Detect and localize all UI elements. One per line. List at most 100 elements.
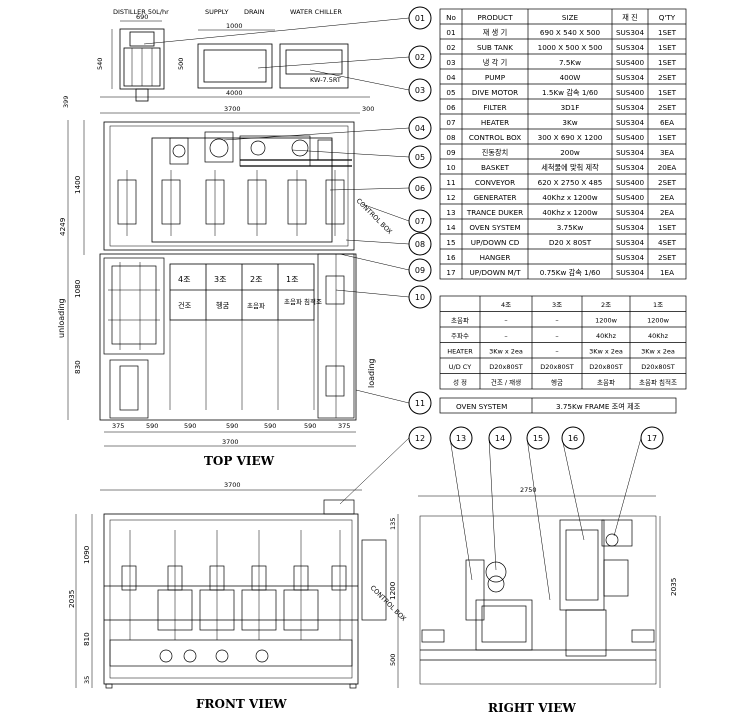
tank-1-name: 초음파 침적조 <box>284 297 322 306</box>
parts-cell-size: 3D1F <box>561 103 580 112</box>
unloading-station <box>103 257 165 355</box>
callout-number: 01 <box>415 14 425 23</box>
dim-1080: 1080 <box>73 279 82 298</box>
front-dim-1090: 1090 <box>82 545 91 564</box>
parts-cell-size: 40Khz x 1200w <box>542 193 597 202</box>
dim-b5: 590 <box>304 422 316 430</box>
left-conveyor <box>109 359 149 419</box>
parts-cell-no: 06 <box>446 103 456 112</box>
dim-399: 399 <box>62 96 70 108</box>
parts-cell-qty: 2SET <box>658 178 677 187</box>
parts-cell-no: 17 <box>446 268 455 277</box>
dim-b6: 375 <box>338 422 350 430</box>
distiller-label: DISTILLER 50L/hr <box>113 8 169 16</box>
callout-number: 09 <box>415 266 425 275</box>
parts-cell-size: SIZE <box>562 13 579 22</box>
front-dim-2035: 2035 <box>67 590 76 608</box>
parts-cell-size: 7.5Kw <box>559 58 581 67</box>
parts-cell-size: 400W <box>560 73 581 82</box>
top-baskets <box>117 170 345 236</box>
callout-bubble <box>561 426 585 450</box>
parts-cell-material: SUS304 <box>616 43 645 52</box>
parts-cell-size: 1000 X 500 X 500 <box>538 43 603 52</box>
right-dim-width: 2750 <box>520 486 537 494</box>
kw-tag: KW-7.5RT <box>310 76 341 84</box>
tank-labels: 4조 건조 3조 헹굼 2조 초음파 1조 초음파 침적조 <box>169 263 322 321</box>
parts-cell-no: 01 <box>446 28 455 37</box>
spec-cell: 초음파 <box>451 316 469 325</box>
spec-cell: 3Kw x 2ea <box>589 348 623 356</box>
sub-tank <box>197 43 273 89</box>
parts-cell-material: SUS304 <box>616 223 645 232</box>
callout-bubble <box>408 285 432 309</box>
parts-cell-no: 09 <box>446 148 456 157</box>
parts-cell-qty: Q'TY <box>659 13 676 22</box>
parts-cell-product: CONVEYOR <box>475 178 515 187</box>
callout-number: 12 <box>415 434 425 443</box>
front-tanks <box>121 530 347 640</box>
parts-cell-qty: 2SET <box>658 103 677 112</box>
tank-2-name: 초음파 <box>247 301 265 310</box>
parts-cell-material: SUS304 <box>616 163 645 172</box>
parts-cell-product: PRODUCT <box>477 13 513 22</box>
spec-cell: 성 정 <box>453 378 467 387</box>
parts-cell-qty: 2EA <box>660 208 674 217</box>
top-view: DISTILLER 50L/hr SUPPLY DRAIN WATER CHIL… <box>57 8 394 447</box>
control-tag-top: CONTROL BOX <box>355 197 394 236</box>
callout-bubble <box>408 232 432 256</box>
parts-cell-no: 07 <box>446 118 455 127</box>
parts-cell-product: HANGER <box>480 253 511 262</box>
parts-cell-material: SUS400 <box>616 88 645 97</box>
parts-cell-no: 12 <box>446 193 455 202</box>
parts-cell-qty: 1SET <box>658 28 677 37</box>
callout-number: 13 <box>456 434 466 443</box>
callout-number: 02 <box>415 53 425 62</box>
front-view: 3700 <box>67 481 408 689</box>
front-dim-810: 810 <box>82 632 91 646</box>
dim-300: 300 <box>362 105 374 113</box>
parts-cell-qty: 1SET <box>658 58 677 67</box>
parts-cell-product: BASKET <box>481 163 510 172</box>
parts-cell-size: 3Kw <box>562 118 577 127</box>
parts-cell-size: 0.75Kw 감속 1/60 <box>540 268 601 277</box>
water-chiller-label: WATER CHILLER <box>290 8 342 16</box>
parts-cell-size: 300 X 690 X 1200 <box>538 133 603 142</box>
spec-cell: D20x80ST <box>489 363 523 371</box>
callout-bubble <box>408 258 432 282</box>
parts-cell-material: SUS304 <box>616 73 645 82</box>
callout-number: 17 <box>647 434 657 443</box>
dim-b2: 590 <box>184 422 196 430</box>
parts-cell-qty: 4SET <box>658 238 677 247</box>
parts-cell-no: 03 <box>446 58 455 67</box>
parts-cell-qty: 6EA <box>660 118 674 127</box>
parts-cell-qty: 3EA <box>660 148 674 157</box>
callout-bubble <box>640 426 664 450</box>
parts-cell-qty: 1SET <box>658 133 677 142</box>
parts-cell-size: 690 X 540 X 500 <box>540 28 601 37</box>
parts-cell-product: SUB TANK <box>477 43 513 52</box>
bottom-dim-chain: 375 590 590 590 590 590 375 <box>112 422 350 430</box>
spec-cell: – <box>555 317 558 325</box>
parts-cell-no: 02 <box>446 43 455 52</box>
callout-number: 07 <box>415 217 425 226</box>
parts-cell-product: 재 생 기 <box>483 28 507 37</box>
dim-b1: 590 <box>146 422 158 430</box>
dim-b0: 375 <box>112 422 124 430</box>
parts-cell-size: 1.5Kw 감속 1/60 <box>542 88 598 97</box>
spec-cell: – <box>504 317 507 325</box>
spec-cell: 40Khz <box>648 332 669 340</box>
parts-cell-material: SUS304 <box>616 103 645 112</box>
parts-cell-material: SUS400 <box>616 193 645 202</box>
parts-cell-size: 200w <box>560 148 580 157</box>
parts-cell-product: 진동장치 <box>482 148 508 157</box>
callout-bubble <box>408 116 432 140</box>
tank-4-name: 건조 <box>178 301 192 310</box>
front-dim-width: 3700 <box>224 481 241 489</box>
spec-cell: 1조 <box>653 301 663 309</box>
parts-cell-product: DIVE MOTOR <box>472 88 518 97</box>
parts-cell-product: UP/DOWN M/T <box>470 268 522 277</box>
dim-4249: 4249 <box>58 217 67 236</box>
